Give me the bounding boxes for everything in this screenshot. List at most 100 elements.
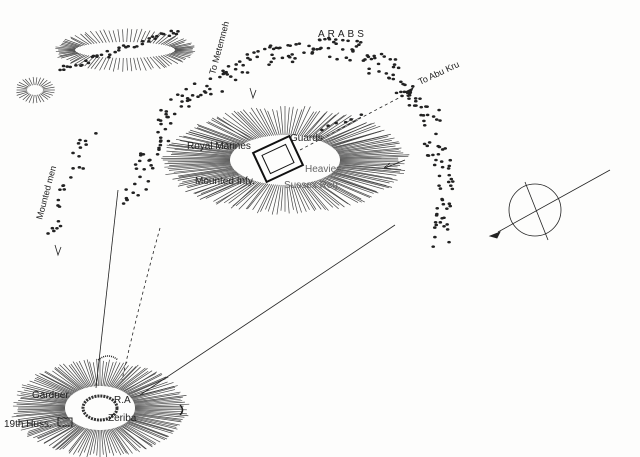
arab-mark xyxy=(435,118,439,121)
arab-mark xyxy=(448,202,452,205)
arab-mark xyxy=(385,72,389,75)
arab-mark xyxy=(434,221,438,224)
arab-mark xyxy=(380,53,384,56)
arab-mark xyxy=(418,97,422,100)
arab-mark xyxy=(287,55,291,58)
arab-mark xyxy=(138,176,142,179)
arab-mark xyxy=(451,188,455,191)
hachure xyxy=(127,29,128,42)
arab-mark xyxy=(424,105,428,108)
arab-mark xyxy=(447,165,451,168)
hachure xyxy=(113,30,116,42)
arab-mark xyxy=(151,167,155,170)
label-sussex-reg: Sussex Reg. xyxy=(284,180,341,191)
arab-mark xyxy=(159,140,163,143)
arab-mark xyxy=(159,136,163,139)
arab-mark xyxy=(135,167,139,170)
arab-mark xyxy=(180,94,184,97)
arab-mark xyxy=(438,175,442,178)
arab-mark xyxy=(57,220,61,223)
arab-mark xyxy=(234,79,238,82)
arab-mark xyxy=(311,51,315,54)
arab-mark xyxy=(326,124,330,127)
hachure xyxy=(289,107,293,135)
arab-mark xyxy=(135,45,139,48)
hachure xyxy=(135,409,187,410)
hachure xyxy=(169,40,186,46)
arab-mark xyxy=(84,143,88,146)
arab-mark xyxy=(263,48,267,51)
arab-mark xyxy=(348,59,352,62)
arab-mark xyxy=(447,241,451,244)
arab-mark xyxy=(437,184,441,187)
arab-mark xyxy=(225,73,229,76)
arab-mark xyxy=(155,35,159,38)
arab-mark xyxy=(408,104,412,107)
hachure xyxy=(123,58,124,72)
arab-mark xyxy=(147,180,151,183)
label-mounted-infy: Mounted Infy. xyxy=(195,176,255,187)
hachure xyxy=(58,53,78,58)
arab-mark xyxy=(334,42,338,45)
arab-mark xyxy=(187,105,191,108)
hachure xyxy=(85,32,97,43)
hachure xyxy=(33,77,34,85)
hachure xyxy=(137,58,141,71)
arab-mark xyxy=(387,77,391,80)
arab-mark xyxy=(391,74,395,77)
arab-mark xyxy=(395,92,399,95)
arab-mark xyxy=(256,50,260,53)
hachure xyxy=(130,29,132,42)
hachure xyxy=(109,31,113,43)
arab-mark xyxy=(334,122,338,125)
arab-mark xyxy=(59,225,63,228)
label-zeriba: Zeriba xyxy=(108,413,137,424)
arab-mark xyxy=(138,160,142,163)
arab-mark xyxy=(270,53,274,56)
arab-mark xyxy=(159,123,163,126)
arab-mark xyxy=(52,230,56,233)
hachure xyxy=(287,107,289,135)
arab-mark xyxy=(407,97,411,100)
arab-mark xyxy=(131,191,135,194)
arab-mark xyxy=(288,44,292,47)
arab-mark xyxy=(153,37,157,40)
hachure xyxy=(123,29,124,42)
arab-mark xyxy=(414,97,418,100)
arab-mark xyxy=(349,118,353,121)
hachure xyxy=(23,94,30,100)
arab-mark xyxy=(169,30,173,33)
arab-mark xyxy=(234,68,238,71)
arab-mark xyxy=(168,34,172,37)
hachure xyxy=(147,57,154,68)
hachure xyxy=(109,58,113,70)
hachure xyxy=(94,430,98,454)
arab-mark xyxy=(393,63,397,66)
arab-mark xyxy=(71,152,75,155)
arab-mark xyxy=(447,167,451,170)
label-arabs: ARABS xyxy=(318,29,367,40)
arab-mark xyxy=(205,85,209,88)
hachure xyxy=(73,429,89,455)
arab-mark xyxy=(413,104,417,107)
arab-mark xyxy=(71,167,75,170)
hachure xyxy=(161,158,230,159)
arab-mark xyxy=(445,223,449,226)
arab-mark xyxy=(442,225,446,228)
arab-mark xyxy=(445,207,449,210)
arab-mark xyxy=(46,232,50,235)
arab-mark xyxy=(147,40,151,43)
arab-mark xyxy=(62,68,66,71)
arab-mark xyxy=(419,106,423,109)
arab-mark xyxy=(164,110,168,113)
arab-mark xyxy=(173,113,177,116)
arab-mark xyxy=(372,55,376,58)
arab-mark xyxy=(144,188,148,191)
arab-mark xyxy=(397,67,401,70)
hill-hachures xyxy=(12,29,410,457)
arab-mark xyxy=(367,55,371,58)
arab-mark xyxy=(355,40,359,43)
arab-mark xyxy=(269,61,273,64)
arab-mark xyxy=(327,47,331,50)
arab-mark xyxy=(74,64,78,67)
